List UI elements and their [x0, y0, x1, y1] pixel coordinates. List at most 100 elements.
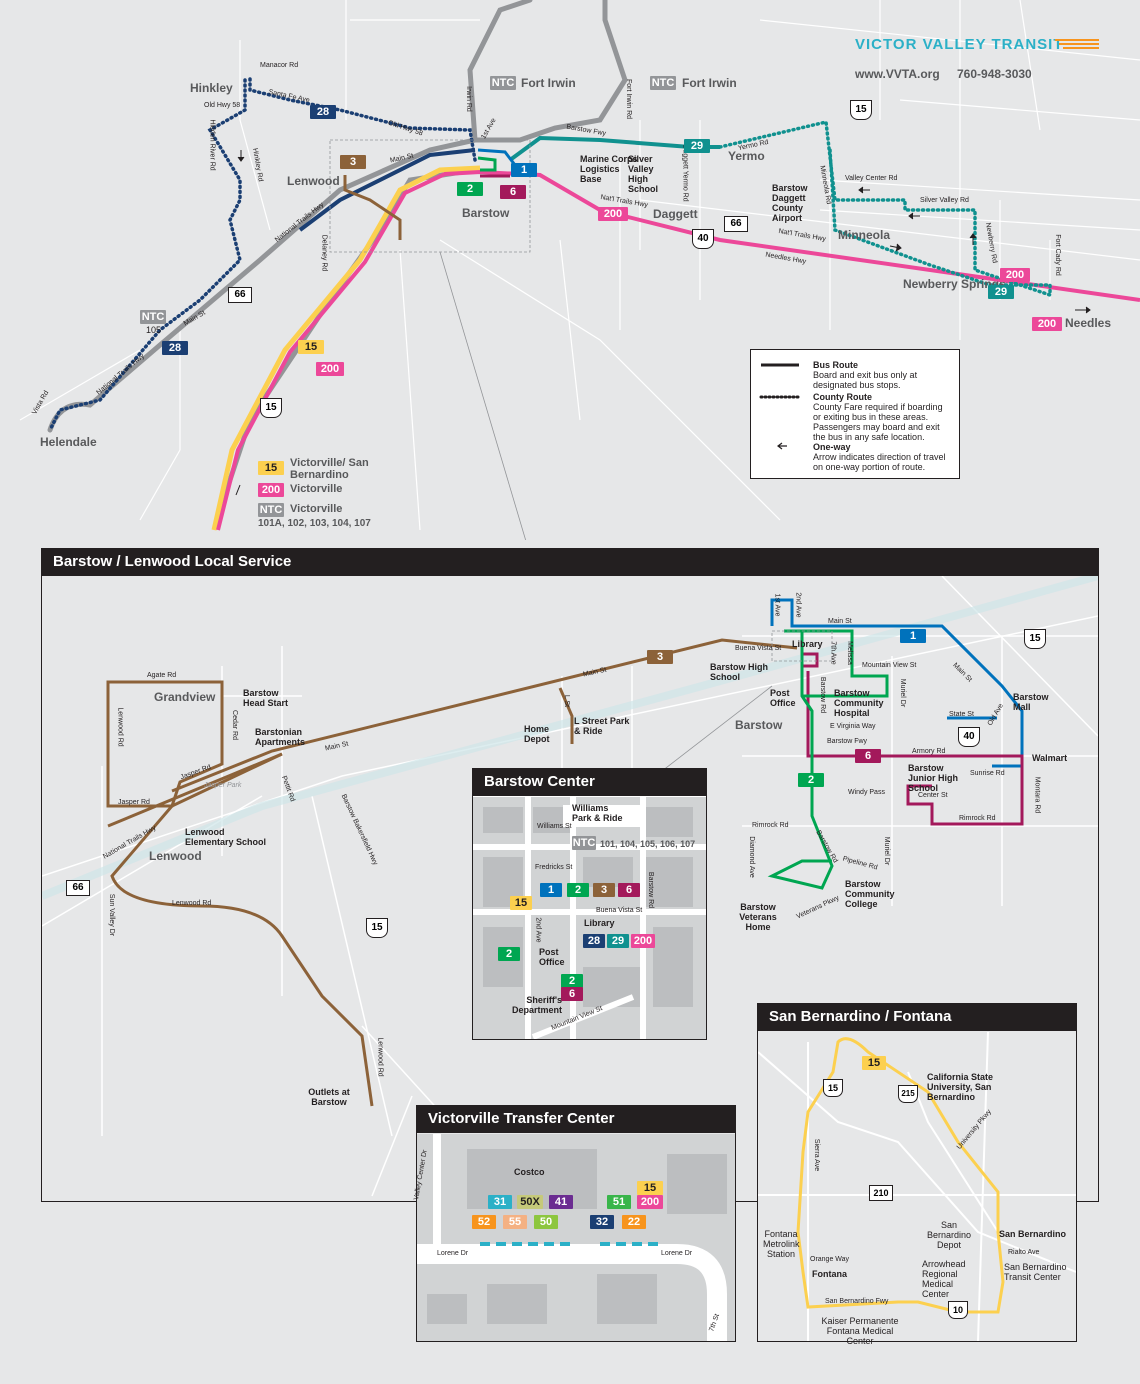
vv-route-50x[interactable]: 50X — [517, 1195, 543, 1209]
poi-home-depot: Home Depot — [524, 724, 550, 744]
legend-county-desc: County Fare required if boarding or exit… — [813, 402, 943, 442]
sb-sb: San Bernardino — [999, 1229, 1067, 1239]
road-label: Fort Cady Rd — [1053, 234, 1061, 276]
center-route-1[interactable]: 1 — [540, 883, 562, 897]
local-town-lenwood: Lenwood — [149, 849, 202, 863]
barstow-detail-box — [329, 139, 531, 253]
brand-title: VICTOR VALLEY TRANSIT — [855, 36, 1064, 53]
poi-outlets: Outlets at Barstow — [308, 1087, 350, 1107]
route-28-county-dots-north — [248, 73, 477, 162]
poi-marine-corps: Marine Corps Logistics Base — [580, 154, 638, 184]
vv-route-22[interactable]: 22 — [622, 1215, 646, 1229]
vv-route-200[interactable]: 200 — [637, 1195, 663, 1209]
route-28-badge-south[interactable]: 28 — [162, 341, 188, 355]
victorville-map — [417, 1134, 735, 1341]
town-daggett: Daggett — [653, 207, 698, 221]
local-route-1-badge[interactable]: 1 — [900, 629, 926, 643]
poi-airport: Barstow Daggett County Airport — [772, 183, 808, 223]
brand-stripes-icon — [1055, 39, 1099, 49]
ntc-badge-2: NTC — [650, 76, 676, 90]
route-200-badge[interactable]: 200 — [316, 362, 344, 376]
i15-shield-icon: 15 — [850, 100, 872, 120]
route-2-line — [767, 629, 834, 890]
local-route-3-badge[interactable]: 3 — [647, 650, 673, 664]
local-route-2-badge[interactable]: 2 — [798, 773, 824, 787]
oneway-arrows — [235, 150, 1091, 496]
center-route-2-sheriff[interactable]: 2 — [561, 974, 583, 988]
poi-library: Library — [792, 639, 823, 649]
route-3-badge[interactable]: 3 — [340, 155, 366, 169]
poi-college: Barstow Community College — [845, 879, 895, 909]
poi-high-school: Barstow High School — [710, 662, 769, 682]
route-15-badge[interactable]: 15 — [298, 340, 324, 354]
legend-bus-desc: Board and exit bus only at designated bu… — [813, 370, 918, 390]
i15-shield-icon: 15 — [260, 398, 282, 418]
route-200-badge-newberry[interactable]: 200 — [1000, 268, 1030, 282]
us66-shield-icon: 66 — [228, 287, 252, 303]
center-route-200[interactable]: 200 — [631, 934, 655, 948]
center-route-2-post[interactable]: 2 — [498, 947, 520, 961]
center-leader-line — [661, 685, 773, 772]
vv-route-15[interactable]: 15 — [637, 1181, 663, 1195]
center-route-6-sheriff[interactable]: 6 — [561, 987, 583, 1001]
i40-shield-icon: 40 — [958, 727, 980, 747]
poi-elementary: Lenwood Elementary School — [185, 827, 267, 847]
ntc-badge-1: NTC — [490, 76, 516, 90]
poi-apartments: Barstonian Apartments — [255, 727, 306, 747]
vv-route-41[interactable]: 41 — [549, 1195, 573, 1209]
vv-route-52[interactable]: 52 — [472, 1215, 496, 1229]
sb-fontana: Fontana — [812, 1269, 847, 1279]
brand-website[interactable]: www.VVTA.org — [855, 67, 940, 81]
sb-route-15[interactable]: 15 — [862, 1056, 886, 1070]
center-route-2[interactable]: 2 — [567, 883, 589, 897]
route-200-badge-needles[interactable]: 200 — [1032, 317, 1062, 331]
vv-route-55[interactable]: 55 — [503, 1215, 527, 1229]
center-route-3[interactable]: 3 — [593, 883, 615, 897]
center-sheriff: Sheriff's Department — [511, 995, 562, 1015]
route-1-line — [770, 598, 1024, 768]
road-label: Montara Rd — [1033, 776, 1041, 814]
legend-route-15-badge: 15 — [258, 461, 284, 475]
fort-irwin-1: Fort Irwin — [521, 76, 576, 90]
sb-sbtc: San Bernardino Transit Center — [1004, 1262, 1067, 1282]
sb-csusb: California State University, San Bernard… — [927, 1072, 994, 1102]
center-barstow-rd: Barstow Rd — [647, 871, 655, 909]
road-label: Muriel Dr — [899, 678, 907, 708]
vv-route-32[interactable]: 32 — [590, 1215, 614, 1229]
center-route-29[interactable]: 29 — [607, 934, 629, 948]
road-label: E Virginia Way — [830, 723, 876, 730]
route-29-badge-east[interactable]: 29 — [988, 285, 1014, 299]
road-label: Center St — [918, 792, 948, 799]
center-route-15[interactable]: 15 — [510, 896, 532, 910]
vv-route-51[interactable]: 51 — [607, 1195, 631, 1209]
i15-shield-icon: 15 — [823, 1079, 843, 1097]
local-route-6-badge[interactable]: 6 — [855, 749, 881, 763]
route-6-badge[interactable]: 6 — [500, 185, 526, 199]
legend-oneway-desc: Arrow indicates direction of travel on o… — [813, 452, 946, 472]
center-route-28[interactable]: 28 — [583, 934, 605, 948]
vv-lorene-1: Lorene Dr — [437, 1250, 469, 1257]
route-28-badge-north[interactable]: 28 — [310, 105, 336, 119]
sb-depot: San Bernardino Depot — [926, 1220, 972, 1250]
route-3-lst — [558, 687, 574, 744]
vv-route-31[interactable]: 31 — [488, 1195, 512, 1209]
center-second: 2nd Ave — [534, 917, 542, 943]
route-3-grandview-loop — [106, 680, 224, 808]
sb-orange: Orange Way — [810, 1256, 850, 1263]
center-library: Library — [584, 918, 615, 928]
center-detail-box — [771, 630, 833, 662]
legend-ntc-text: Victorville — [290, 503, 343, 515]
vv-route-50[interactable]: 50 — [534, 1215, 558, 1229]
route-1-badge[interactable]: 1 — [511, 163, 537, 177]
road-label: Muriel Dr — [883, 836, 891, 866]
poi-mall: Barstow Mall — [1013, 692, 1049, 712]
route-200-badge-daggett[interactable]: 200 — [598, 207, 628, 221]
local-town-barstow: Barstow — [735, 718, 783, 732]
route-2-badge[interactable]: 2 — [457, 182, 483, 196]
route-29-badge[interactable]: 29 — [684, 139, 710, 153]
local-map — [42, 576, 1098, 1197]
center-buena: Buena Vista St — [596, 907, 643, 914]
i15-shield-icon: 15 — [1024, 629, 1046, 649]
center-route-6[interactable]: 6 — [618, 883, 640, 897]
